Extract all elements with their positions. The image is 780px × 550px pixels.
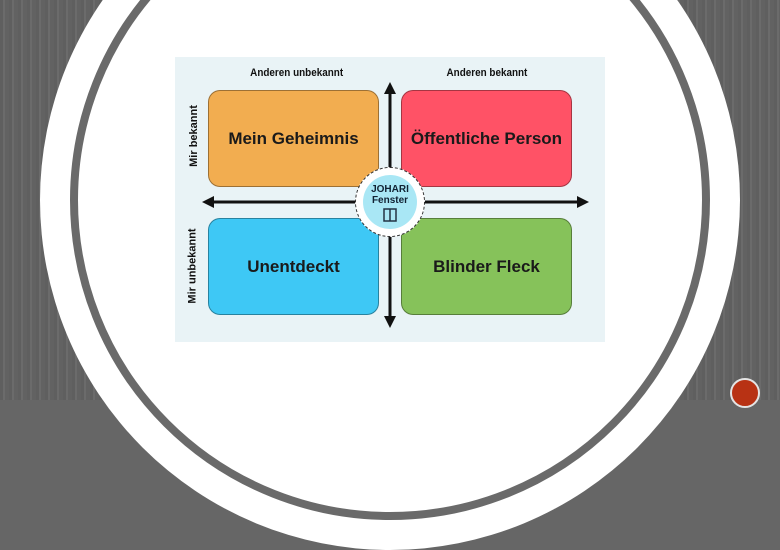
quadrant-unknown: Unentdeckt — [208, 218, 379, 315]
center-subtitle: Fenster — [371, 195, 409, 206]
window-icon — [383, 208, 397, 222]
johari-window-badge: JOHARI Fenster — [355, 167, 425, 237]
center-title: JOHARI — [371, 184, 409, 195]
slide-marker-dot — [730, 378, 760, 408]
quadrant-blind-spot: Blinder Fleck — [401, 218, 572, 315]
quadrant-public: Öffentliche Person — [401, 90, 572, 187]
col-label-known-to-others: Anderen bekannt — [446, 67, 528, 79]
quadrant-secret: Mein Geheimnis — [208, 90, 379, 187]
col-label-unknown-to-others: Anderen unbekannt — [250, 67, 344, 79]
